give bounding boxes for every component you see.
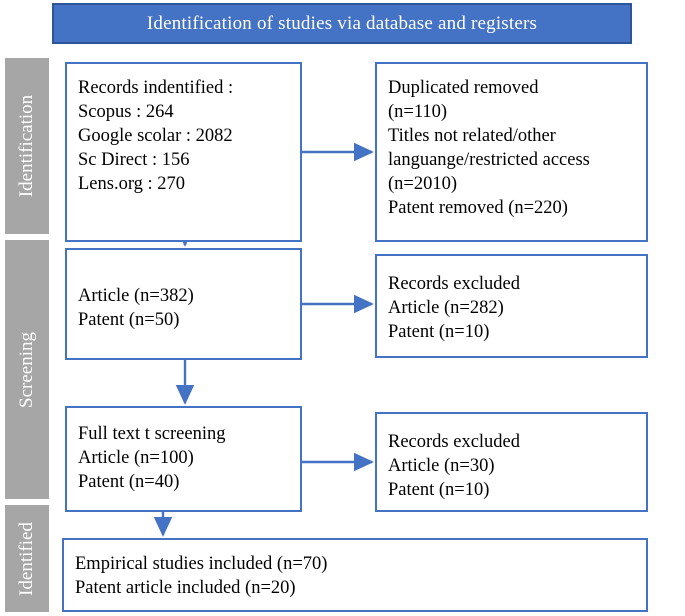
box-line: Article (n=382) [78, 286, 194, 306]
box-line: Records indentified : [78, 78, 234, 98]
box-line: Patent (n=50) [78, 310, 180, 331]
box-line: Duplicated removed [388, 78, 539, 98]
box-duplicates-removed: Duplicated removed (n=110) Titles not re… [375, 62, 648, 242]
box-records-identified: Records indentified : Scopus : 264 Googl… [65, 62, 302, 242]
diagram-title: Identification of studies via database a… [146, 12, 538, 34]
box-line: Article (n=282) [388, 298, 504, 319]
box-line: (n=110) [388, 102, 448, 123]
box-line: Records excluded [388, 274, 521, 294]
stage-bar-identified: Identified [5, 505, 49, 612]
box-included-studies: Empirical studies included (n=70) Patent… [62, 538, 648, 612]
box-screened-records: Article (n=382) Patent (n=50) [65, 248, 302, 360]
box-line: Records excluded [388, 432, 521, 452]
box-line: Full text t screening [78, 424, 226, 444]
box-line: Scopus : 264 [78, 102, 174, 123]
box-records-excluded-fulltext: Records excluded Article (n=30) Patent (… [375, 412, 648, 512]
box-line: Google scolar : 2082 [78, 126, 233, 147]
box-line: Lens.org : 270 [78, 174, 186, 195]
box-line: Empirical studies included (n=70) [75, 554, 328, 574]
stage-label-identified: Identified [16, 521, 38, 596]
box-line: Sc Direct : 156 [78, 150, 190, 171]
box-line: Patent article included (n=20) [75, 578, 296, 599]
stage-bar-identification: Identification [5, 58, 49, 234]
box-full-text-screening: Full text t screening Article (n=100) Pa… [65, 406, 302, 512]
box-line: languange/restricted access [388, 150, 590, 171]
box-line: Patent (n=10) [388, 480, 490, 501]
box-line: Patent removed (n=220) [388, 198, 568, 219]
box-line: Article (n=30) [388, 456, 495, 477]
stage-label-identification: Identification [16, 94, 38, 198]
box-line: Titles not related/other [388, 126, 556, 147]
stage-bar-screening: Screening [5, 240, 49, 499]
diagram-header-band: Identification of studies via database a… [52, 3, 632, 44]
box-line: Article (n=100) [78, 448, 194, 469]
box-line: Patent (n=40) [78, 472, 180, 493]
stage-label-screening: Screening [16, 331, 38, 408]
box-line: (n=2010) [388, 174, 458, 195]
box-records-excluded-screening: Records excluded Article (n=282) Patent … [375, 254, 648, 358]
box-line: Patent (n=10) [388, 322, 490, 343]
